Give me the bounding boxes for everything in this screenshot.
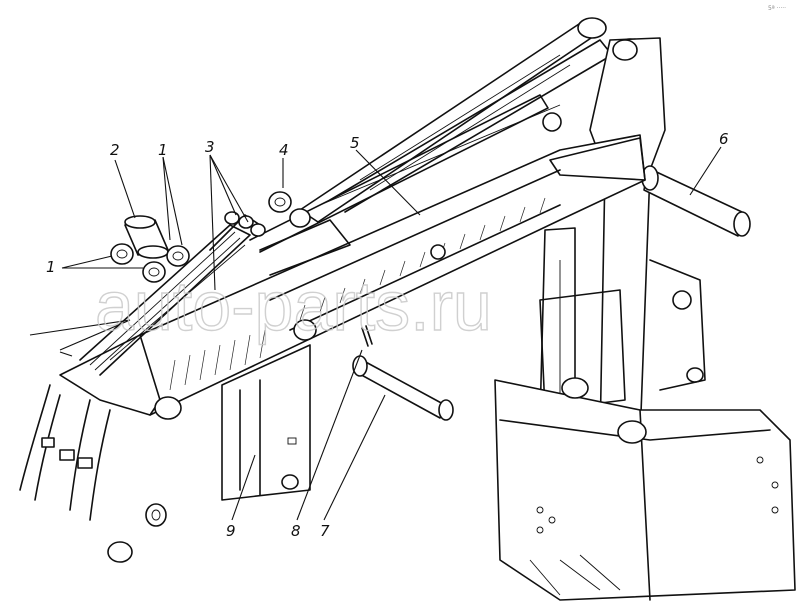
callout-2: 2 xyxy=(110,141,120,159)
washer-4 xyxy=(268,191,311,228)
stick-arm xyxy=(539,37,706,441)
callout-9: 9 xyxy=(226,522,236,540)
callout-5: 5 xyxy=(350,134,360,152)
hydraulic-lines xyxy=(19,214,261,521)
watermark: auto-parts.ru xyxy=(95,267,492,345)
callout-labels: 1 1 2 3 4 5 6 7 8 9 xyxy=(46,130,729,540)
cotter-pin-8 xyxy=(361,325,373,347)
washer-lower xyxy=(107,503,167,563)
pin-7 xyxy=(352,355,454,421)
callout-4: 4 xyxy=(279,141,289,159)
callout-3: 3 xyxy=(205,138,215,156)
main-boom xyxy=(59,112,646,420)
callout-1-top: 1 xyxy=(158,141,168,159)
corner-mark: 5ª ····· xyxy=(768,5,786,12)
callout-6: 6 xyxy=(719,130,729,148)
bracket-9 xyxy=(221,344,311,501)
boom-cylinder xyxy=(249,94,561,276)
bucket xyxy=(494,377,796,601)
callout-8: 8 xyxy=(291,522,301,540)
pin-6 xyxy=(641,165,751,237)
bushing-2 xyxy=(124,215,169,259)
leader-lines xyxy=(29,146,722,521)
washers-1 xyxy=(110,243,190,283)
callout-1-left: 1 xyxy=(46,258,56,276)
callout-7: 7 xyxy=(320,522,330,540)
